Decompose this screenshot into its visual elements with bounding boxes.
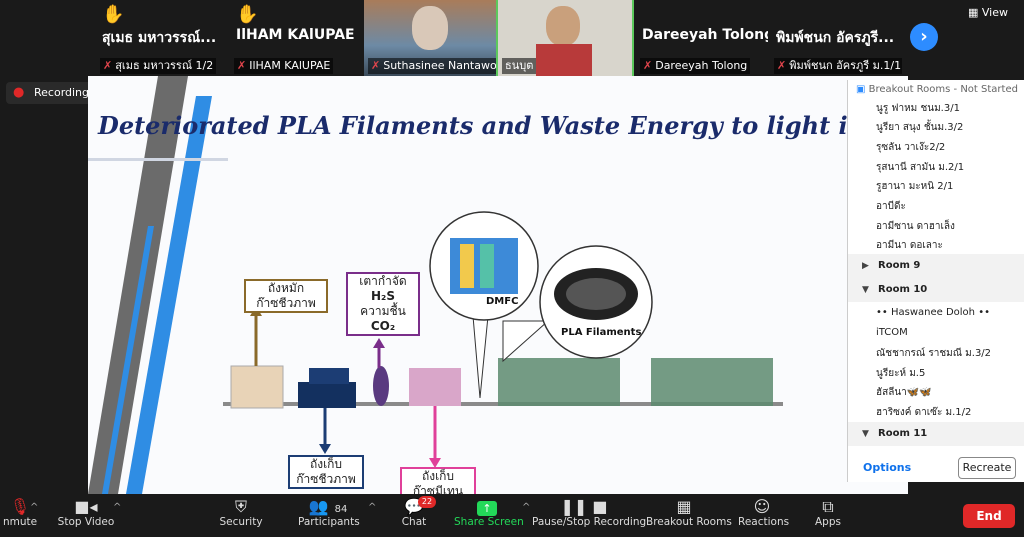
next-page-button[interactable]: › xyxy=(910,23,938,51)
participant-item[interactable]: iTCOM xyxy=(876,327,908,338)
recording-label: Recording... xyxy=(34,86,100,99)
mic-muted-icon: ✗ xyxy=(777,59,787,72)
slide-decoration xyxy=(88,76,228,494)
share-screen-button[interactable]: ↑ Share Screen xyxy=(454,494,524,537)
cloud-recording-icon: ● xyxy=(13,85,25,100)
participant-name: สุเมธ มหาวรรณ์... xyxy=(102,30,217,46)
participant-label: ✗Suthasinee Nantawong xyxy=(368,58,496,74)
participant-name: Dareeyah Tolong xyxy=(642,27,768,43)
participant-label: ธนบุต xyxy=(502,58,537,74)
label-pla-filaments: PLA Filaments xyxy=(561,327,642,338)
participant-tile[interactable]: ✋ IlHAM KAlUPAE ✗IlHAM KAlUPAE xyxy=(230,0,362,76)
participant-name: พิมพ์ชนก อัครภูรี... xyxy=(776,30,895,46)
recreate-button[interactable]: Recreate xyxy=(958,457,1016,479)
mic-muted-icon: ✗ xyxy=(103,59,113,72)
room-9-header[interactable]: ▶Room 9 xyxy=(848,254,1024,278)
chevron-down-icon: ▼ xyxy=(862,285,869,295)
participant-item[interactable]: ฮัสลีนา🦋🦋 xyxy=(876,387,932,398)
share-arrow-icon: ↑ xyxy=(454,494,520,516)
process-diagram xyxy=(223,211,783,468)
apps-button[interactable]: ⧉ Apps xyxy=(812,494,844,537)
participant-tile[interactable]: ✋ สุเมธ มหาวรรณ์... ✗สุเมธ มหาวรรณ์ 1/2 xyxy=(96,0,228,76)
participant-item[interactable]: รูฮานา มะหนิ 2/1 xyxy=(876,181,954,192)
people-icon: 👥84 xyxy=(308,497,348,516)
participant-item[interactable]: นูรียะห์ ม.5 xyxy=(876,368,926,379)
chevron-up-icon[interactable]: ^ xyxy=(113,502,122,513)
video-camera-icon: ■◂ xyxy=(74,497,98,516)
reactions-button[interactable]: ☺ Reactions xyxy=(738,494,789,537)
raised-hand-icon: ✋ xyxy=(102,4,125,25)
label-biogas-storage: ถังเก็บก๊าซชีวภาพ xyxy=(288,455,364,489)
chevron-right-icon: ▶ xyxy=(862,261,869,271)
participant-item[interactable]: รุสนานี สามัน ม.2/1 xyxy=(876,162,965,173)
view-button[interactable]: ▦ View xyxy=(968,6,1008,19)
room-10-header[interactable]: ▼Room 10 xyxy=(848,278,1024,302)
shared-screen-slide: Deteriorated PLA Filaments and Waste Ene… xyxy=(88,76,908,494)
active-speaker-tile[interactable]: ธนบุต xyxy=(496,0,634,78)
label-fermentation-tank: ถังหมักก๊าซชีวภาพ xyxy=(244,279,328,313)
participant-item[interactable]: อามีซาน ดาฮาเล็ง xyxy=(876,221,955,232)
chat-badge: 22 xyxy=(418,496,436,508)
security-button[interactable]: ⛨ Security xyxy=(218,494,264,537)
participant-item[interactable]: อาบีดีะ xyxy=(876,201,906,212)
participant-item[interactable]: ณัชชากรณ์ ราชมณี ม.3/2 xyxy=(876,348,992,359)
shield-icon: ⛨ xyxy=(234,497,247,516)
chevron-down-icon: ▼ xyxy=(862,429,869,439)
mic-muted-icon: ✗ xyxy=(643,59,653,72)
participant-label: ✗IlHAM KAlUPAE xyxy=(234,58,334,74)
chevron-up-icon[interactable]: ^ xyxy=(368,502,377,513)
participant-item[interactable]: •• Haswanee Doloh •• xyxy=(876,307,990,318)
chevron-up-icon[interactable]: ^ xyxy=(30,502,39,513)
pause-stop-icon: ❚❚ ■ xyxy=(560,497,608,516)
mic-muted-icon: ✗ xyxy=(371,59,381,72)
gallery-strip: ✋ สุเมธ มหาวรรณ์... ✗สุเมธ มหาวรรณ์ 1/2 … xyxy=(0,0,1024,78)
pause-stop-recording-button[interactable]: ❚❚ ■ Pause/Stop Recording xyxy=(532,494,646,537)
participant-item[interactable]: นูรียา สนุง ชั้นม.3/2 xyxy=(876,122,964,133)
mic-muted-icon: ✗ xyxy=(237,59,247,72)
end-meeting-button[interactable]: End xyxy=(963,504,1015,528)
participant-item[interactable]: นูรู ฟาหม ชนม.3/1 xyxy=(876,103,960,114)
participant-shirt xyxy=(536,44,592,76)
participant-item[interactable]: ฮาริซงค์ ดาเซ๊ะ ม.1/2 xyxy=(876,407,972,418)
mic-muted-icon: 🎙 xyxy=(9,497,31,516)
label-methane-storage: ถังเก็บก๊าซมีเทน xyxy=(400,467,476,494)
grid-icon: ▦ xyxy=(968,6,982,19)
slide-title: Deteriorated PLA Filaments and Waste Ene… xyxy=(98,111,908,140)
label-dmfc: DMFC xyxy=(486,296,519,307)
zoom-icon: ▣ xyxy=(856,84,869,95)
participant-tile[interactable]: พิมพ์ชนก อัครภูรี... ✗พิมพ์ชนก อัครภูรี … xyxy=(770,0,902,76)
participant-avatar xyxy=(412,6,448,50)
grid-icon: ▦ xyxy=(676,497,692,516)
raised-hand-icon: ✋ xyxy=(236,4,259,25)
meeting-toolbar: 🎙 nmute ^ ■◂ Stop Video ^ ⛨ Security 👥84… xyxy=(0,494,1024,537)
participant-avatar xyxy=(546,6,580,46)
options-button[interactable]: Options xyxy=(863,461,912,474)
participant-tile[interactable]: Dareeyah Tolong ✗Dareeyah Tolong xyxy=(636,0,768,76)
participant-label: ✗Dareeyah Tolong xyxy=(640,58,751,74)
apps-icon: ⧉ xyxy=(822,497,834,516)
participant-label: ✗สุเมธ มหาวรรณ์ 1/2 xyxy=(100,58,217,74)
stop-video-button[interactable]: ■◂ Stop Video xyxy=(55,494,117,537)
participant-name: IlHAM KAlUPAE xyxy=(236,27,355,43)
participants-button[interactable]: 👥84 Participants xyxy=(298,494,360,537)
participant-item[interactable]: อามีนา ดอเลาะ xyxy=(876,240,943,251)
room-11-header[interactable]: ▼Room 11 xyxy=(848,422,1024,446)
panel-header: ▣ Breakout Rooms - Not Started xyxy=(856,84,1018,95)
breakout-rooms-panel: ▣ Breakout Rooms - Not Started นูรู ฟาหม… xyxy=(847,80,1024,482)
smiley-icon: ☺ xyxy=(753,497,771,516)
participant-video-tile[interactable]: ✗Suthasinee Nantawong xyxy=(364,0,496,76)
participant-label: ✗พิมพ์ชนก อัครภูรี ม.1/1 xyxy=(774,58,902,74)
chevron-up-icon[interactable]: ^ xyxy=(522,502,531,513)
unmute-button[interactable]: 🎙 nmute xyxy=(0,494,40,537)
breakout-rooms-button[interactable]: ▦ Breakout Rooms xyxy=(646,494,732,537)
participant-item[interactable]: รุซลัน วาเง๊ะ2/2 xyxy=(876,142,946,153)
